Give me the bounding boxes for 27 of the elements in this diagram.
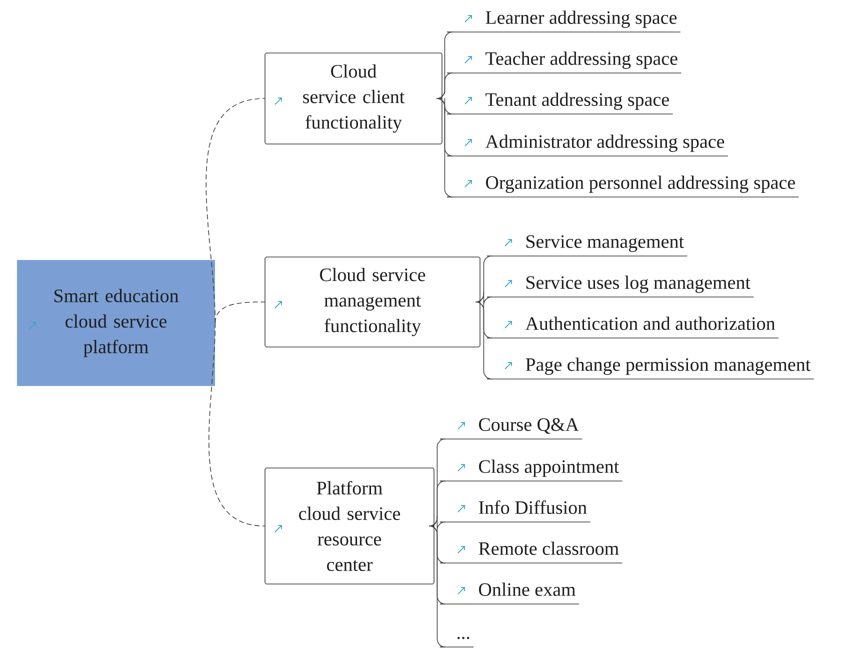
topic-box: Platform cloud service resource center (264, 468, 434, 584)
connector-line (208, 322, 265, 526)
subtopic-label: Administrator addressing space (446, 134, 728, 156)
subtopic-label: Online exam (440, 582, 580, 604)
connector-line (436, 98, 454, 198)
subtopic-label: Remote classroom (440, 542, 623, 564)
subtopic-label: Authentication and authorization (486, 316, 779, 338)
subtopic-label: Info Diffusion (440, 500, 591, 522)
connector-line (436, 72, 454, 99)
root-topic-box: Smart education cloud service platform (17, 260, 215, 386)
subtopic-label: Tenant addressing space (446, 92, 674, 114)
subtopic-label: Organization personnel addressing space (446, 176, 800, 198)
subtopic-label: Class appointment (440, 460, 623, 482)
connector-line (475, 291, 492, 308)
subtopic-label: Teacher addressing space (446, 52, 682, 74)
connector-line (475, 302, 492, 380)
subtopic-label: Service uses log management (486, 276, 754, 298)
subtopic-label: ... (440, 636, 474, 648)
connector-line (428, 526, 446, 648)
subtopic-label: Learner addressing space (446, 10, 681, 32)
connector-line (428, 516, 446, 532)
topic-box: Cloud service client functionality (264, 52, 442, 144)
subtopic-label: Course Q&A (440, 418, 583, 440)
subtopic-label: Service management (486, 235, 688, 256)
topic-box: Cloud service management functionality (264, 256, 480, 348)
subtopic-label: Page change permission management (486, 358, 814, 380)
connector-line (214, 302, 265, 324)
